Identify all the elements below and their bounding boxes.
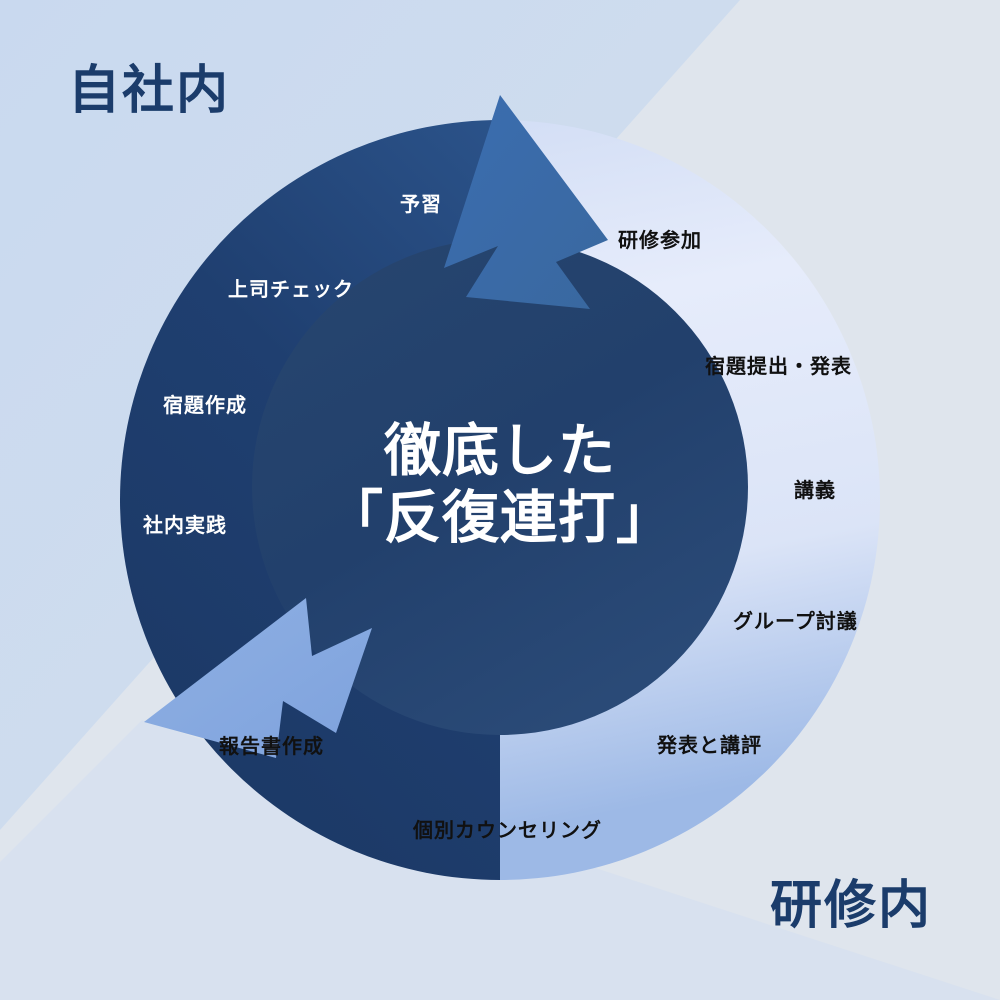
center-title-line2: 「反復連打」 [326,486,674,551]
step-label-inhouse_steps-4: 報告書作成 [219,736,324,758]
corner-label-inhouse: 自社内 [68,62,231,120]
corner-label-training: 研修内 [769,877,932,935]
step-label-inhouse_steps-2: 宿題作成 [163,395,247,417]
step-label-inhouse_steps-3: 社内実践 [143,515,227,537]
step-label-training_steps-2: 講義 [794,480,836,502]
step-label-training_steps-3: グループ討議 [733,611,858,633]
step-label-training_steps-0: 研修参加 [618,230,702,252]
arrow-top-clockwise [444,95,608,309]
inner-circle [252,239,748,735]
step-label-training_steps-4: 発表と講評 [657,735,762,757]
arrow-bottom-counter [144,598,372,758]
step-label-training_steps-5: 個別カウンセリング [413,820,602,842]
center-title: 徹底した 「反復連打」 [250,418,750,553]
step-label-inhouse_steps-1: 上司チェック [228,279,354,301]
step-label-inhouse_steps-0: 予習 [400,194,442,216]
center-title-line1: 徹底した [384,419,616,483]
step-label-training_steps-1: 宿題提出・発表 [705,356,852,378]
